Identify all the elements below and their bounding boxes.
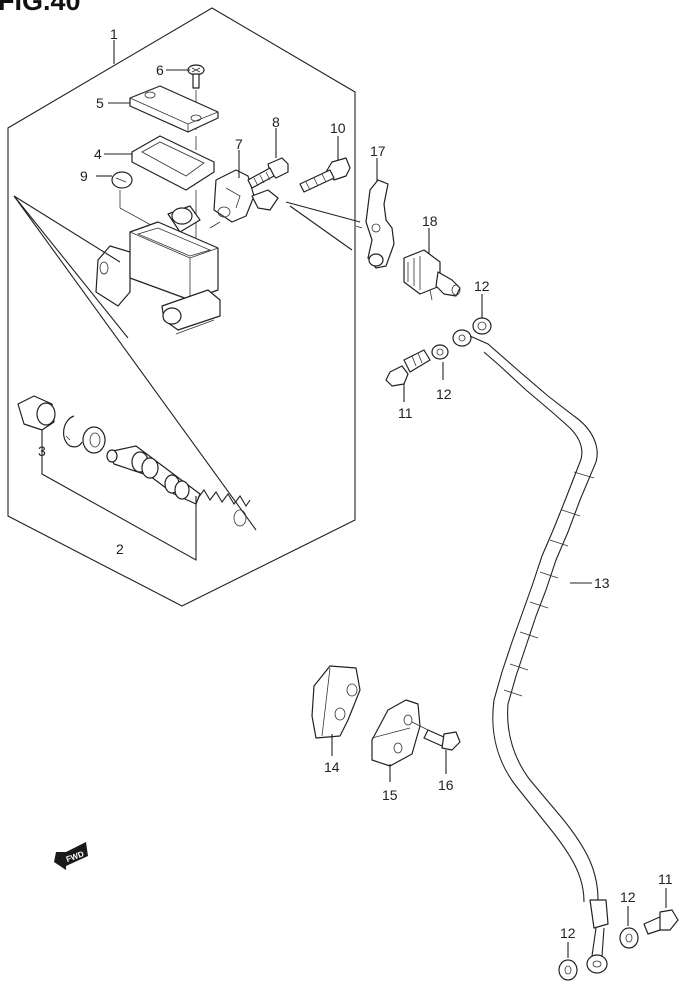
callout-12-lower-left[interactable]: 12 <box>560 925 576 941</box>
callout-18[interactable]: 18 <box>422 213 438 229</box>
part-7-bracket[interactable] <box>209 169 279 229</box>
part-12-washer-lower-a[interactable] <box>558 942 578 981</box>
lever-leader-lines <box>285 201 361 223</box>
part-13-clutch-hose[interactable] <box>452 329 609 974</box>
part-17-clutch-lever[interactable] <box>355 179 395 269</box>
part-12-washer-upper-b[interactable] <box>472 317 492 335</box>
master-cylinder-body[interactable] <box>95 205 221 335</box>
callout-11-lower[interactable]: 11 <box>658 871 673 887</box>
callout-8[interactable]: 8 <box>272 114 280 130</box>
part-11-banjo-bolt-lower[interactable] <box>643 888 679 935</box>
callout-7[interactable]: 7 <box>235 136 243 152</box>
callout-16[interactable]: 16 <box>438 777 454 793</box>
fwd-direction-badge: FWD <box>54 842 88 870</box>
part-2-piston-set[interactable] <box>106 445 251 527</box>
part-12-washer-upper-a[interactable] <box>431 344 449 360</box>
callout-9[interactable]: 9 <box>80 168 88 184</box>
callout-1[interactable]: 1 <box>110 26 118 42</box>
part-4-diaphragm-plate[interactable] <box>131 135 215 250</box>
part-14-clamp[interactable] <box>311 665 361 756</box>
part-5-cap[interactable] <box>129 85 219 133</box>
callout-2-bracket <box>41 430 197 561</box>
callout-13[interactable]: 13 <box>594 575 610 591</box>
callout-10[interactable]: 10 <box>330 120 346 136</box>
assembly-outline <box>7 7 356 607</box>
callout-6[interactable]: 6 <box>156 62 164 78</box>
part-15-clamp[interactable] <box>371 699 421 782</box>
pivot-leader-lines <box>13 195 121 263</box>
callout-2[interactable]: 2 <box>116 541 124 557</box>
piston-leader-line <box>13 195 257 531</box>
part-3-boot[interactable] <box>17 395 56 431</box>
part-11-banjo-bolt-upper[interactable] <box>385 349 431 387</box>
callout-5[interactable]: 5 <box>96 95 104 111</box>
callout-3[interactable]: 3 <box>38 443 46 459</box>
callout-12-upper-right[interactable]: 12 <box>474 278 490 294</box>
part-8-bolt[interactable] <box>247 157 289 189</box>
part-16-bolt[interactable] <box>411 721 461 774</box>
callout-12-lower-right[interactable]: 12 <box>620 889 636 905</box>
callout-12-upper-left[interactable]: 12 <box>436 386 452 402</box>
callout-4[interactable]: 4 <box>94 146 102 162</box>
callout-11-upper[interactable]: 11 <box>398 405 413 421</box>
callout-15[interactable]: 15 <box>382 787 398 803</box>
figure-title: FIG.40 <box>0 0 81 16</box>
callout-leaders <box>96 40 592 584</box>
part-10-pivot-bolt[interactable] <box>299 157 351 193</box>
part-18-clutch-switch[interactable] <box>403 249 461 301</box>
part-9-plug[interactable] <box>111 171 161 231</box>
callout-14[interactable]: 14 <box>324 759 340 775</box>
part-12-washer-lower-b[interactable] <box>619 906 639 949</box>
callout-17[interactable]: 17 <box>370 143 386 159</box>
washer[interactable] <box>82 426 106 454</box>
circlip[interactable] <box>63 415 83 448</box>
